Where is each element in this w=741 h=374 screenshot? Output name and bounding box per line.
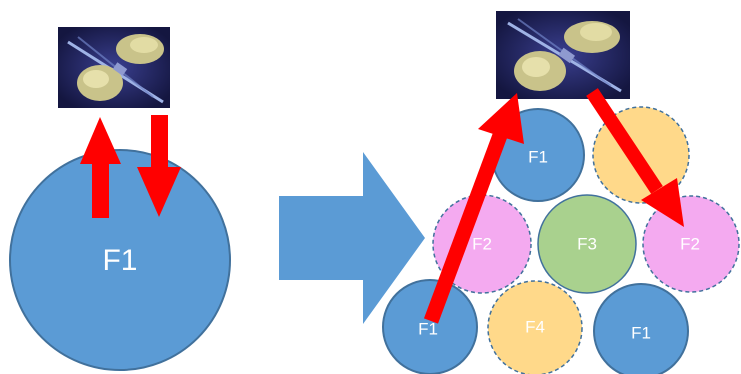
right-panel: F1 F2 F3 F2 F1 F4 F1 [382, 11, 740, 374]
cell-middle-right: F2 [642, 195, 740, 293]
cell-label: F2 [472, 234, 492, 253]
cell-label: F2 [680, 234, 700, 253]
satellite-icon [496, 11, 630, 99]
cell-label: F4 [525, 317, 545, 336]
cell-middle-center: F3 [537, 194, 637, 294]
uplink-arrow [80, 117, 121, 218]
satellite-icon [58, 27, 170, 108]
single-beam-cell-label: F1 [102, 244, 137, 277]
left-panel: F1 [9, 27, 231, 371]
downlink-arrow [586, 88, 684, 227]
right-arrow-icon [279, 152, 425, 324]
uplink-arrow [423, 93, 524, 324]
single-beam-cell [9, 149, 231, 371]
cell-label: F1 [631, 323, 651, 342]
cell-label: F1 [528, 147, 548, 166]
cell-label: F3 [577, 234, 597, 253]
cell-label: F1 [418, 319, 438, 338]
cell-bottom-left: F1 [382, 279, 478, 374]
cell-bottom-right: F1 [593, 283, 689, 374]
cell-bottom-center: F4 [487, 280, 583, 374]
downlink-arrow [137, 115, 181, 217]
